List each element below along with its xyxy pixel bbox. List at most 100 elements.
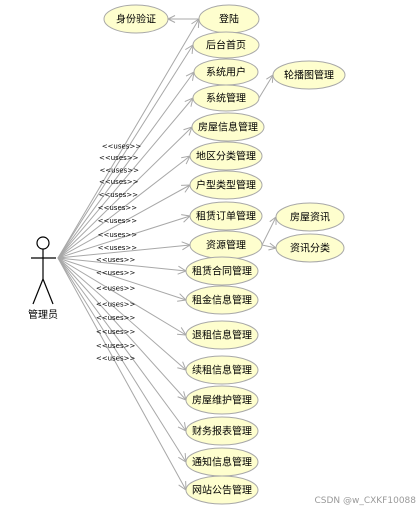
use-case-region-shape — [189, 141, 263, 171]
edge-order — [57, 215, 191, 259]
use-case-region: 地区分类管理 — [189, 141, 263, 171]
use-case-sysuser-label: 系统用户 — [206, 66, 246, 79]
use-case-home-shape — [192, 31, 260, 59]
use-case-rent-shape — [185, 285, 259, 315]
use-case-notice: 通知信息管理 — [185, 447, 259, 477]
uses-label: <<uses>> — [96, 285, 136, 293]
use-case-region-label: 地区分类管理 — [196, 150, 256, 163]
use-case-order-shape — [189, 201, 263, 231]
edge-finance — [57, 257, 187, 432]
uses-label: <<uses>> — [96, 342, 136, 350]
uses-label: <<uses>> — [98, 231, 138, 239]
uses-label: <<uses>> — [99, 191, 139, 199]
uses-label: <<uses>> — [102, 142, 142, 150]
use-case-finance-shape — [185, 416, 259, 446]
edge-news — [261, 216, 277, 246]
use-case-login: 登陆 — [198, 4, 260, 34]
use-case-repair-label: 房屋维护管理 — [192, 394, 252, 407]
use-case-layer: 登陆后台首页系统用户系统管理房屋信息管理地区分类管理户型类型管理租赁订单管理资源… — [103, 4, 346, 505]
edge-carousel — [258, 74, 274, 99]
use-case-repair-shape — [185, 385, 259, 415]
edge-house — [57, 126, 193, 259]
edge-contract — [57, 257, 187, 272]
use-case-announce-shape — [185, 475, 259, 505]
edge-repair — [57, 257, 187, 401]
uses-label: <<uses>> — [96, 269, 136, 277]
use-case-refund-label: 退租信息管理 — [192, 329, 252, 342]
use-case-notice-label: 通知信息管理 — [192, 456, 252, 469]
uses-label: <<uses>> — [98, 217, 138, 225]
use-case-refund: 退租信息管理 — [185, 320, 259, 350]
use-case-announce: 网站公告管理 — [185, 475, 259, 505]
watermark: CSDN @w_CXKF10088 — [314, 496, 416, 506]
use-case-announce-label: 网站公告管理 — [192, 484, 252, 497]
use-case-auth: 身份验证 — [103, 4, 169, 34]
use-case-contract: 租赁合同管理 — [185, 256, 259, 286]
uses-label: <<uses>> — [96, 256, 136, 264]
use-case-news-shape — [275, 202, 345, 232]
use-case-sysuser: 系统用户 — [193, 58, 259, 86]
edge-region — [57, 155, 191, 259]
use-case-news-label: 房屋资讯 — [290, 211, 330, 224]
use-case-newscat-shape — [275, 233, 345, 263]
uses-label: <<uses>> — [98, 244, 138, 252]
use-case-renew-label: 续租信息管理 — [192, 364, 252, 377]
use-case-sysmgmt-shape — [192, 84, 260, 112]
uses-label: <<uses>> — [96, 314, 136, 322]
edge-type — [57, 184, 191, 259]
use-case-auth-label: 身份验证 — [116, 13, 156, 26]
use-case-carousel-label: 轮播图管理 — [284, 69, 334, 82]
use-case-type-label: 户型类型管理 — [196, 179, 256, 192]
use-case-order-label: 租赁订单管理 — [196, 210, 256, 223]
use-case-repair: 房屋维护管理 — [185, 385, 259, 415]
use-case-house: 房屋信息管理 — [191, 112, 265, 142]
use-case-carousel: 轮播图管理 — [272, 60, 346, 90]
uses-label: <<uses>> — [99, 154, 139, 162]
actor-head — [36, 236, 50, 250]
use-case-home-label: 后台首页 — [206, 39, 246, 52]
uses-labels-layer: <<uses>> <<uses>> <<uses>> <<uses>> <<uses>>… — [96, 142, 141, 362]
use-case-house-shape — [191, 112, 265, 142]
use-case-rent-label: 租金信息管理 — [192, 294, 252, 307]
use-case-home: 后台首页 — [192, 31, 260, 59]
use-case-order: 租赁订单管理 — [189, 201, 263, 231]
actor-admin: 管理员 — [28, 236, 58, 321]
use-case-newscat-label: 资讯分类 — [290, 242, 330, 255]
edges-layer — [57, 15, 278, 491]
edge-notice — [57, 257, 187, 463]
actor-right-leg — [42, 278, 54, 305]
use-case-newscat: 资讯分类 — [275, 233, 345, 263]
uses-label: <<uses>> — [96, 300, 136, 308]
uses-label: <<uses>> — [98, 204, 138, 212]
use-case-rent: 租金信息管理 — [185, 285, 259, 315]
edge-newscat — [261, 244, 277, 249]
use-case-login-label: 登陆 — [219, 13, 239, 26]
use-case-renew: 续租信息管理 — [185, 355, 259, 385]
edge-login — [57, 18, 200, 259]
use-case-type: 户型类型管理 — [189, 170, 263, 200]
use-case-carousel-shape — [272, 60, 346, 90]
use-case-finance: 财务报表管理 — [185, 416, 259, 446]
edge-sysmgmt — [57, 97, 194, 259]
edge-resource — [57, 244, 191, 259]
arrowhead-carousel — [266, 74, 274, 83]
edge-rent — [57, 257, 187, 301]
edge-renew — [57, 257, 187, 371]
use-case-house-label: 房屋信息管理 — [198, 121, 258, 134]
actor-left-leg — [32, 278, 44, 305]
use-case-contract-shape — [185, 256, 259, 286]
use-case-resource: 资源管理 — [189, 230, 263, 260]
use-case-news: 房屋资讯 — [275, 202, 345, 232]
use-case-resource-label: 资源管理 — [206, 239, 246, 252]
edge-announce — [57, 257, 187, 491]
uses-label: <<uses>> — [96, 354, 136, 362]
use-case-refund-shape — [185, 320, 259, 350]
use-case-sysmgmt: 系统管理 — [192, 84, 260, 112]
use-case-finance-label: 财务报表管理 — [192, 425, 252, 438]
edge-sysuser — [57, 71, 195, 259]
uses-label: <<uses>> — [96, 328, 136, 336]
edge-home — [57, 44, 194, 259]
use-case-type-shape — [189, 170, 263, 200]
use-case-contract-label: 租赁合同管理 — [192, 265, 252, 278]
